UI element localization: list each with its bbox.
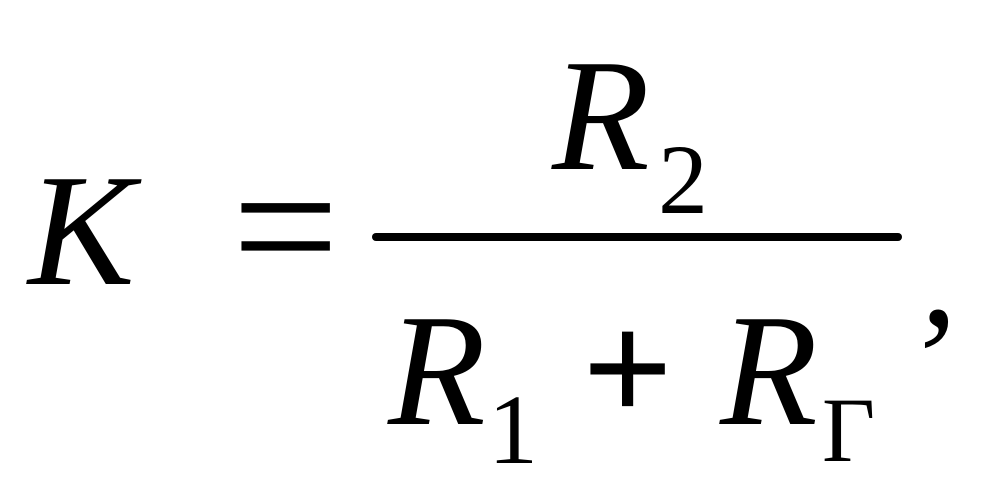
denominator-variable-r1: R <box>388 281 486 459</box>
denominator-subscript-g: Г <box>822 379 876 481</box>
plus-sign: + <box>582 279 674 457</box>
lhs-variable-k: K <box>28 141 135 319</box>
numerator-variable-r: R <box>552 26 650 204</box>
denominator-subscript-1: 1 <box>488 374 538 485</box>
numerator-subscript: 2 <box>658 124 708 235</box>
fraction-bar <box>372 233 902 241</box>
equals-sign: = <box>232 122 340 332</box>
trailing-comma: , <box>920 192 958 358</box>
denominator-variable-r2: R <box>720 281 818 459</box>
